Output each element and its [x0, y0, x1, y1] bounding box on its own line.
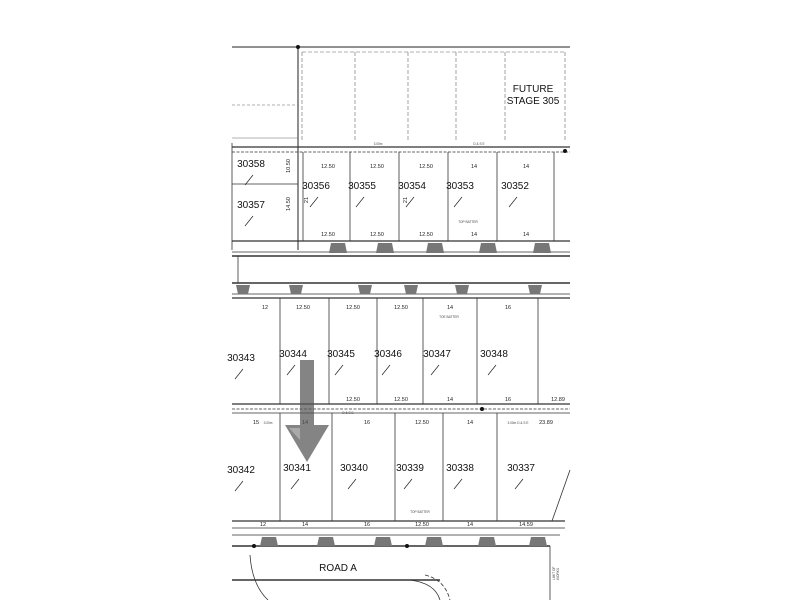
frontage-dimension: 12.50	[419, 164, 433, 170]
lot-30338: 30338	[446, 463, 474, 474]
lot-30345: 30345	[327, 349, 355, 360]
frontage-dimension: 12.50	[321, 232, 335, 238]
lot-30337-pointer	[514, 478, 524, 490]
lot-30347: 30347	[423, 349, 451, 360]
depth-dimension: 14.50	[286, 197, 292, 211]
lot-30355: 30355	[348, 181, 376, 192]
lot-30341: 30341	[283, 463, 311, 474]
top-block	[231, 143, 570, 250]
plan-note: 3.00m D & S E	[507, 421, 528, 425]
lot-30356: 30356	[302, 181, 330, 192]
location-arrow	[285, 360, 329, 462]
lot-30353-pointer	[453, 196, 463, 208]
frontage-dimension: 16	[364, 420, 370, 426]
lot-30340-pointer	[347, 478, 357, 490]
frontage-dimension: 15	[253, 420, 259, 426]
frontage-dimension: 12.50	[346, 305, 360, 311]
driveway-crossovers-top	[236, 243, 551, 294]
plan-note: D & S E	[473, 142, 484, 146]
frontage-dimension: 12	[262, 305, 268, 311]
plan-note: 3.00m	[374, 142, 383, 146]
bottom-block	[232, 412, 571, 522]
depth-dimension: 10.50	[286, 159, 292, 173]
frontage-dimension: 14	[467, 522, 473, 528]
top-road-reserve	[232, 251, 570, 295]
lot-30344-pointer	[286, 364, 296, 376]
limit-of-works-label-2: WORKS	[556, 568, 560, 580]
lot-30358-pointer	[244, 174, 254, 186]
lot-30358: 30358	[237, 159, 265, 170]
lot-30354: 30354	[398, 181, 426, 192]
frontage-dimension: 12.50	[415, 522, 429, 528]
lot-30340: 30340	[340, 463, 368, 474]
lot-30352: 30352	[501, 181, 529, 192]
depth-dimension: 21	[403, 197, 409, 203]
lot-30337: 30337	[507, 463, 535, 474]
plan-note: 3.00m	[264, 421, 273, 425]
frontage-dimension: 16	[505, 305, 511, 311]
lot-30348: 30348	[480, 349, 508, 360]
lot-30355-pointer	[355, 196, 365, 208]
frontage-dimension: 23.89	[539, 420, 553, 426]
lot-30339: 30339	[396, 463, 424, 474]
lot-30356-pointer	[309, 196, 319, 208]
lot-30352-pointer	[508, 196, 518, 208]
depth-dimension: 21	[304, 197, 310, 203]
frontage-dimension: 12.50	[394, 397, 408, 403]
lot-30357: 30357	[237, 200, 265, 211]
lot-30338-pointer	[453, 478, 463, 490]
future-stage-area	[232, 45, 570, 250]
plan-note: TOP BATTER	[458, 220, 478, 224]
frontage-dimension: 14	[302, 522, 308, 528]
frontage-dimension: 12.89	[551, 397, 565, 403]
frontage-dimension: 12.50	[394, 305, 408, 311]
lot-30341-pointer	[290, 478, 300, 490]
lot-30339-pointer	[403, 478, 413, 490]
frontage-dimension: 14	[447, 397, 453, 403]
lot-30346: 30346	[374, 349, 402, 360]
frontage-dimension: 12.50	[346, 397, 360, 403]
frontage-dimension: 14	[523, 164, 529, 170]
frontage-dimension: 14	[523, 232, 529, 238]
lot-30344: 30344	[279, 349, 307, 360]
driveway-crossovers-bottom	[260, 537, 547, 546]
lot-30345-pointer	[334, 364, 344, 376]
frontage-dimension: 14	[447, 305, 453, 311]
future-stage-label-line1: FUTURE	[513, 84, 554, 95]
lot-30347-pointer	[430, 364, 440, 376]
lot-30357-pointer	[244, 215, 254, 227]
frontage-dimension: 12.50	[419, 232, 433, 238]
lot-30353: 30353	[446, 181, 474, 192]
plan-note: TOE BATTER	[439, 315, 459, 319]
frontage-dimension: 14	[467, 420, 473, 426]
road-a	[232, 527, 565, 600]
frontage-dimension: 14.59	[519, 522, 533, 528]
frontage-dimension: 12.50	[321, 164, 335, 170]
lot-30342: 30342	[227, 465, 255, 476]
frontage-dimension: 14	[471, 164, 477, 170]
lot-30346-pointer	[381, 364, 391, 376]
frontage-dimension: 12	[260, 522, 266, 528]
lot-30343-pointer	[234, 368, 244, 380]
frontage-dimension: 12.50	[370, 164, 384, 170]
lot-numbers: 30358 30357 30356 30355 30354 30353 30352 30343…	[227, 159, 535, 492]
road-a-label: ROAD A	[319, 563, 357, 574]
frontage-dimension: 12.50	[296, 305, 310, 311]
lot-30343: 30343	[227, 353, 255, 364]
lot-30348-pointer	[487, 364, 497, 376]
lot-30354-pointer	[405, 196, 415, 208]
frontage-dimension: 16	[364, 522, 370, 528]
frontage-dimension: 14	[471, 232, 477, 238]
frontage-dimension: 12.50	[415, 420, 429, 426]
plan-note: TOP BATTER	[410, 510, 430, 514]
frontage-dimension: 16	[505, 397, 511, 403]
middle-block	[232, 297, 570, 411]
limit-of-works-label: LIMIT OF	[552, 567, 556, 580]
lot-dimensions: 12.50 12.50 12.50 14 14 12.50 12.50 12.50 14 14 12…	[253, 142, 565, 528]
plan-note: D & S E	[342, 411, 353, 415]
frontage-dimension: 12.50	[370, 232, 384, 238]
future-stage-label-line2: STAGE 305	[507, 96, 560, 107]
lot-30342-pointer	[234, 480, 244, 492]
